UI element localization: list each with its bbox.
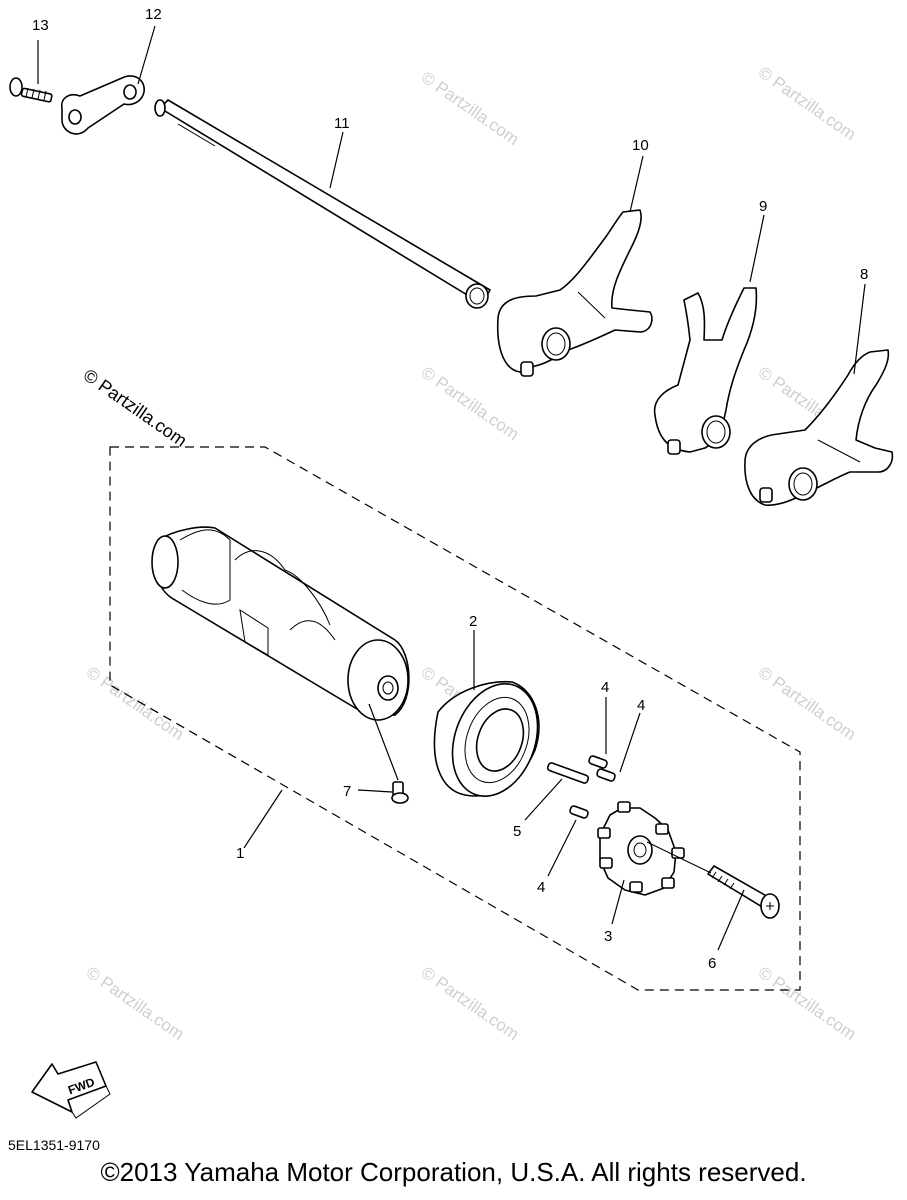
watermark: © Partzilla.com <box>755 963 860 1044</box>
watermark-main: © Partzilla.com <box>80 365 191 451</box>
callout-6: 6 <box>708 955 716 972</box>
callout-4: 4 <box>537 879 545 896</box>
leader-lines <box>37 25 866 951</box>
part-4-pin <box>596 768 616 782</box>
watermark: © Partzilla.com <box>418 363 523 444</box>
callout-3: 3 <box>604 928 612 945</box>
callout-9: 9 <box>759 198 767 215</box>
diagram-code: 5EL1351-9170 <box>8 1137 100 1153</box>
watermark: © Partzilla.com <box>83 963 188 1044</box>
part-7-screw <box>391 781 409 804</box>
callout-4: 4 <box>637 697 645 714</box>
callout-11: 11 <box>334 115 350 132</box>
watermark: © Partzilla.com <box>83 663 188 744</box>
part-9-shift-fork <box>653 287 758 455</box>
watermark: © Partzilla.com <box>755 663 860 744</box>
shift-drum <box>151 526 410 721</box>
callout-12: 12 <box>145 6 162 23</box>
callout-8: 8 <box>860 266 868 283</box>
part-3-segment <box>597 801 685 896</box>
part-13-screw <box>9 77 53 103</box>
part-2-bearing <box>433 680 540 797</box>
part-11-shaft <box>154 99 491 309</box>
part-4-pin <box>588 755 608 769</box>
part-5-dowel <box>546 762 590 784</box>
callout-5: 5 <box>513 823 521 840</box>
callout-10: 10 <box>632 137 649 154</box>
callout-7: 7 <box>343 783 351 800</box>
copyright-notice: ©2013 Yamaha Motor Corporation, U.S.A. A… <box>100 1157 807 1187</box>
part-6-bolt <box>707 865 780 919</box>
fwd-arrow-icon: FWD <box>31 1061 111 1119</box>
callout-4: 4 <box>601 679 609 696</box>
watermark: © Partzilla.com <box>418 963 523 1044</box>
assembly-outline <box>109 446 801 991</box>
part-4-pin <box>569 805 589 819</box>
callout-1: 1 <box>236 845 244 862</box>
watermark: © Partzilla.com <box>755 63 860 144</box>
watermark: © Partzilla.com <box>418 68 523 149</box>
callout-13: 13 <box>32 17 49 34</box>
part-8-shift-fork <box>744 349 894 506</box>
part-10-shift-fork <box>496 209 653 377</box>
part-12-plate <box>60 75 145 135</box>
callout-2: 2 <box>469 613 477 630</box>
